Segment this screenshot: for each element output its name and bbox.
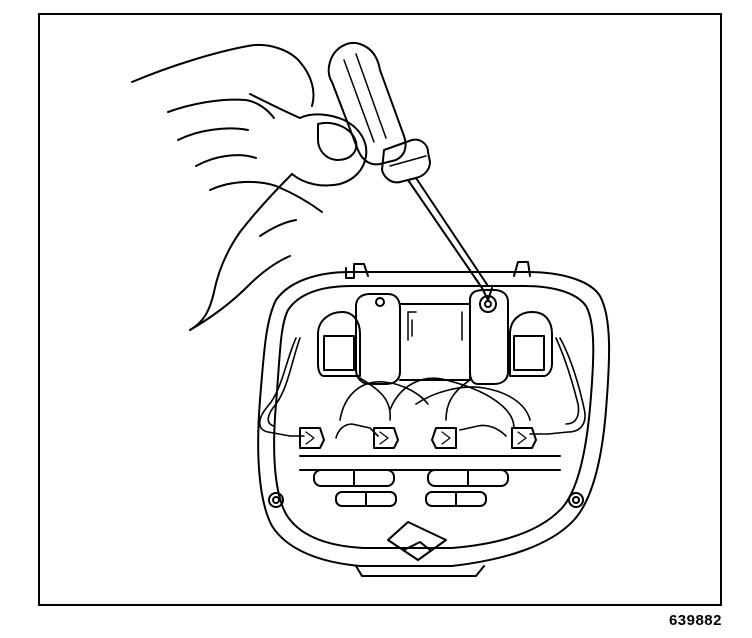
- figure-frame: [38, 13, 722, 606]
- switch-panel: [299, 455, 561, 507]
- lamp-sockets: [317, 311, 553, 377]
- reflector-bracket: [355, 289, 509, 385]
- terminal-connectors: [299, 427, 537, 449]
- figure-id-number: 639882: [668, 612, 722, 629]
- console-housing: [257, 261, 611, 577]
- wiring-harness: [258, 337, 586, 439]
- screwdriver: [327, 42, 493, 301]
- hand: [131, 44, 368, 331]
